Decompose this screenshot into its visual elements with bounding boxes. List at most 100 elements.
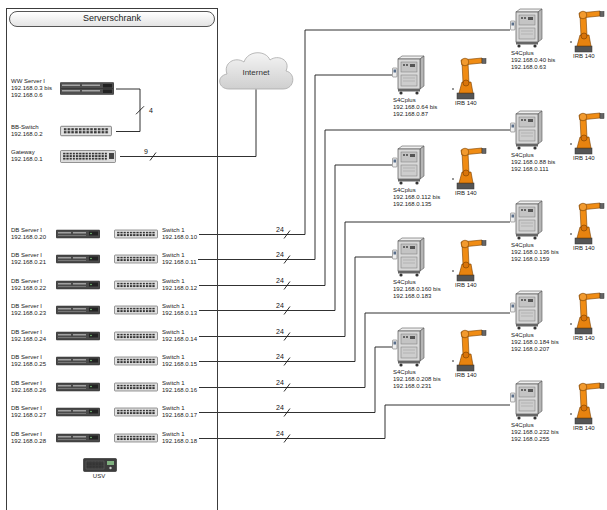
ip-address: 192.168.0.208 bis 192.168.0.231 — [393, 376, 451, 390]
ip-address: 192.168.0.3 bis 192.168.0.6 — [11, 85, 59, 99]
cable-count: 24 — [275, 277, 285, 284]
network-cable — [570, 324, 572, 325]
db-server: DB Server I192.168.0.21 — [10, 252, 102, 267]
internet-cloud: Internet — [215, 45, 297, 101]
device-name: USV — [81, 473, 117, 480]
robot-controller: S4Cplus192.168.0.184 bis 192.168.0.207 — [510, 290, 570, 354]
ip-address: 192.168.0.11 — [162, 259, 197, 266]
db-server: DB Server I192.168.0.22 — [10, 278, 102, 293]
ip-address: 192.168.0.12 — [162, 285, 198, 292]
device-name: S4Cplus — [511, 422, 569, 429]
network-switch: Switch 1192.168.0.12 — [112, 278, 199, 293]
ip-address: 192.168.0.13 — [162, 310, 198, 317]
cable-count-tick — [284, 333, 290, 341]
device-name: S4Cplus — [393, 97, 451, 104]
backbone-switch: BB-Switch192.168.0.2 — [10, 124, 116, 139]
device-name: Switch 1 — [162, 303, 198, 310]
device-name: IRB 140 — [455, 282, 483, 289]
db-server-icon — [56, 306, 100, 314]
robot: IRB 140 — [572, 3, 602, 61]
robot-controller: S4Cplus192.168.0.208 bis 192.168.0.231 — [392, 327, 452, 391]
controller-icon — [393, 328, 425, 367]
cable-count-tick — [284, 282, 290, 290]
network-cable — [452, 361, 454, 362]
ip-address: 192.168.0.184 bis 192.168.0.207 — [511, 339, 569, 353]
tick-group — [136, 106, 290, 442]
device-name: Internet — [242, 68, 269, 78]
device-name: IRB 140 — [455, 190, 483, 197]
ip-address: 192.168.0.2 — [11, 131, 59, 138]
ip-address: 192.168.0.88 bis 192.168.0.111 — [511, 159, 569, 173]
device-name: DB Server I — [11, 380, 57, 387]
robot-icon — [457, 148, 486, 189]
network-cable — [199, 257, 392, 362]
network-cable — [116, 89, 140, 132]
ip-address: 192.168.0.14 — [162, 336, 198, 343]
robot-controller: S4Cplus192.168.0.112 bis 192.168.0.135 — [392, 145, 452, 209]
network-cable — [452, 271, 454, 272]
device-name: BB-Switch — [11, 124, 59, 131]
robot-icon — [575, 383, 604, 424]
db-server-icon — [56, 357, 100, 365]
cable-count: 24 — [275, 430, 285, 437]
robot-icon — [457, 330, 486, 371]
robot-icon — [575, 293, 604, 334]
robot-controller: S4Cplus192.168.0.160 bis 192.168.0.183 — [392, 237, 452, 301]
ip-address: 192.168.0.22 — [11, 285, 57, 292]
network-switch: Switch 1192.168.0.18 — [112, 431, 199, 446]
device-name: S4Cplus — [511, 152, 569, 159]
device-name: Switch 1 — [162, 380, 198, 387]
network-cable — [199, 222, 510, 337]
ip-address: 192.168.0.24 — [11, 336, 57, 343]
device-name: IRB 140 — [573, 53, 601, 60]
cloud-shape — [220, 53, 293, 89]
ups: USV — [80, 458, 118, 481]
ip-address: 192.168.0.27 — [11, 412, 57, 419]
robot: IRB 140 — [454, 232, 484, 290]
network-cable — [570, 144, 572, 145]
controller-icon — [511, 201, 543, 240]
switch-icon — [115, 332, 158, 340]
network-cable — [199, 347, 392, 413]
ip-address: 192.168.0.20 — [11, 234, 57, 241]
cable-count: 4 — [148, 107, 154, 114]
cable-count-tick — [284, 358, 290, 366]
ip-address: 192.168.0.136 bis 192.168.0.159 — [511, 249, 569, 263]
gateway: Gateway192.168.0.1 — [10, 149, 120, 164]
ip-address: 192.168.0.10 — [162, 234, 198, 241]
ip-address: 192.168.0.23 — [11, 310, 57, 317]
device-name: Gateway — [11, 149, 59, 156]
device-name: S4Cplus — [511, 50, 569, 57]
db-server-icon — [56, 230, 100, 238]
robot: IRB 140 — [454, 140, 484, 198]
controller-icon — [393, 238, 425, 277]
controller-icon — [511, 381, 543, 420]
switch-icon — [115, 383, 158, 391]
cable-count-tick — [284, 409, 290, 417]
cable-count-tick — [150, 153, 156, 161]
robot: IRB 140 — [572, 105, 602, 163]
robot: IRB 140 — [572, 375, 602, 433]
ups-icon — [84, 459, 117, 472]
switch-icon — [115, 230, 158, 238]
device-name: Switch 1 — [162, 431, 198, 438]
device-name: DB Server I — [11, 405, 57, 412]
connector-group — [116, 30, 572, 439]
robot-icon — [575, 11, 604, 52]
device-name: Switch 1 — [162, 405, 198, 412]
network-switch: Switch 1192.168.0.10 — [112, 227, 199, 242]
db-server: DB Server I192.168.0.27 — [10, 405, 102, 420]
network-cable — [452, 179, 454, 180]
db-server-icon — [56, 383, 100, 391]
cable-count-tick — [136, 106, 144, 114]
cable-count-tick — [284, 256, 290, 264]
robot: IRB 140 — [454, 322, 484, 380]
network-switch: Switch 1192.168.0.17 — [112, 405, 199, 420]
device-name: S4Cplus — [393, 279, 451, 286]
ip-address: 192.168.0.112 bis 192.168.0.135 — [393, 194, 451, 208]
network-cable — [570, 42, 572, 43]
ip-address: 192.168.0.232 bis 192.168.0.255 — [511, 429, 569, 443]
robot-controller: S4Cplus192.168.0.88 bis 192.168.0.111 — [510, 110, 570, 174]
db-server-icon — [56, 434, 100, 442]
db-server: DB Server I192.168.0.23 — [10, 303, 102, 318]
